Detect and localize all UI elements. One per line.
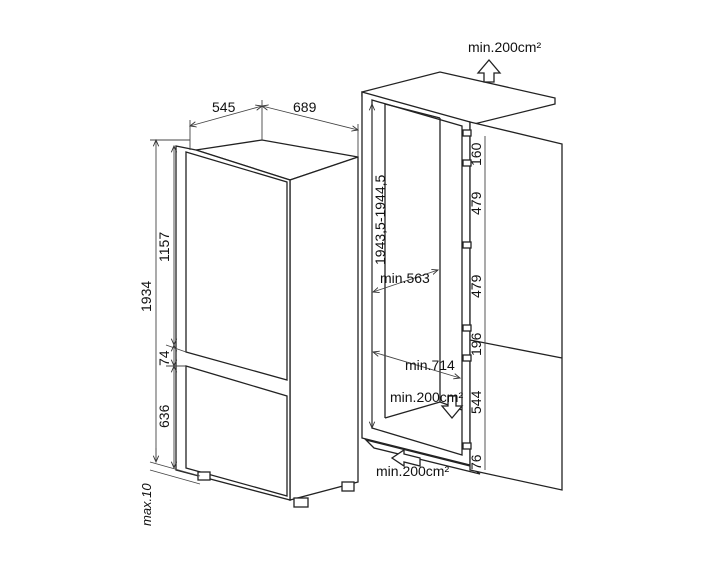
lower-door <box>185 365 288 497</box>
appliance-drawing <box>175 139 359 508</box>
hinge <box>462 324 472 332</box>
inner-vent-label: min.200cm² <box>390 389 463 405</box>
hinges <box>462 129 472 450</box>
lower-door-label: 636 <box>156 404 172 428</box>
hinge <box>462 442 472 450</box>
depth-label: 545 <box>212 99 236 115</box>
hinge-spacing-3: 479 <box>468 274 484 298</box>
bottom-vent-label: min.200cm² <box>376 463 449 479</box>
niche-dimensions: min.200cm² 1943,5-1944,5 min.563 min.714… <box>372 39 541 479</box>
hinge <box>462 129 472 137</box>
floor-gap-label: max.10 <box>139 483 154 526</box>
appliance-side <box>289 156 359 501</box>
hinge <box>462 241 472 249</box>
hinge-spacing-5: 544 <box>468 390 484 414</box>
open-door <box>469 121 563 491</box>
niche-width-label: min.714 <box>405 357 455 373</box>
plinth <box>363 438 481 475</box>
inner-vent-arrow-icon <box>440 395 464 420</box>
bottom-vent-arrow-icon <box>390 448 421 468</box>
total-height-label: 1934 <box>138 281 154 312</box>
hinge <box>462 354 472 362</box>
appliance-dimensions: 545 689 1934 1157 74 636 max.10 <box>138 99 358 526</box>
foot <box>293 497 309 508</box>
hinge-spacing-1: 160 <box>468 142 484 166</box>
foot <box>197 471 211 481</box>
hinge-spacing-6: 76 <box>468 454 484 470</box>
top-vent-arrow-icon <box>476 58 502 83</box>
foot <box>341 481 355 492</box>
top-vent-label: min.200cm² <box>468 39 541 55</box>
niche-height-label: 1943,5-1944,5 <box>372 174 388 265</box>
niche-depth-label: min.563 <box>380 270 430 286</box>
upper-door-label: 1157 <box>156 232 172 262</box>
hinge-spacing-4: 196 <box>468 332 484 356</box>
gap-label: 74 <box>156 350 172 366</box>
hinge <box>462 159 472 167</box>
hinge-spacing-2: 479 <box>468 191 484 215</box>
upper-door <box>185 151 288 381</box>
width-label: 689 <box>293 99 317 115</box>
